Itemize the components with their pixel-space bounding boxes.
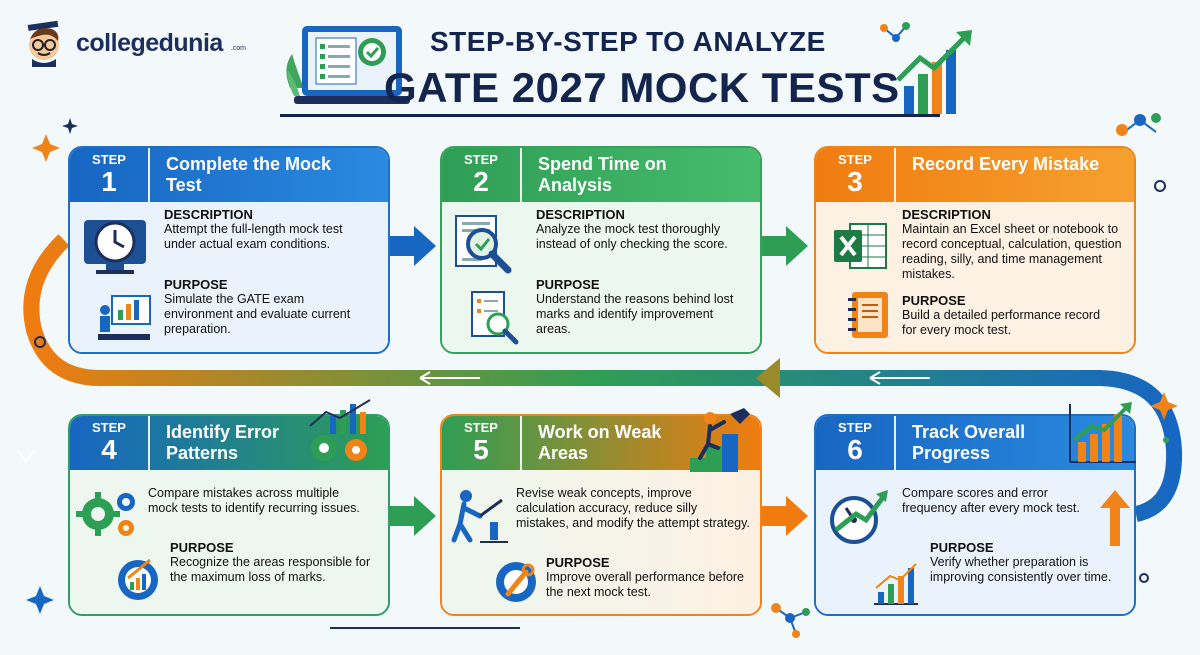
step-number: 5 <box>473 434 489 465</box>
purpose-label: PURPOSE <box>536 277 600 292</box>
purpose-label: PURPOSE <box>164 277 228 292</box>
title-line-1: STEP-BY-STEP TO ANALYZE <box>430 26 826 57</box>
step-number: 3 <box>847 166 863 197</box>
magnifier-check-icon <box>455 215 512 274</box>
description-label: DESCRIPTION <box>536 207 625 222</box>
step-title: Record Every Mistake <box>912 154 1100 174</box>
step-label: STEP <box>92 420 126 435</box>
step-header: STEP 2 Spend Time on Analysis <box>442 148 760 202</box>
description-text: Compare mistakes across multiple mock te… <box>148 486 360 515</box>
notebook-icon <box>848 292 888 338</box>
step-title: Work on Weak Areas <box>538 422 662 463</box>
purpose-label: PURPOSE <box>546 555 610 570</box>
description-text: Revise weak concepts, improve calculatio… <box>516 486 750 530</box>
step-title: Identify Error Patterns <box>166 422 280 463</box>
step-number: 4 <box>101 434 117 465</box>
step-label: STEP <box>464 420 498 435</box>
purpose-label: PURPOSE <box>170 540 234 555</box>
title-line-2: GATE 2027 MOCK TESTS <box>384 64 900 111</box>
step-badge: STEP 3 <box>816 148 896 202</box>
step-card-3: STEP 3 Record Every Mistake DESCRIPTION … <box>814 146 1136 354</box>
description-label: DESCRIPTION <box>164 207 253 222</box>
step-body: DESCRIPTION Analyze the mock test thorou… <box>442 202 760 352</box>
person-lever-icon <box>451 490 508 543</box>
step-number: 2 <box>473 166 489 197</box>
description-text: Analyze the mock test thoroughly instead… <box>536 222 728 251</box>
brand-sub: .com <box>230 44 246 52</box>
purpose-label: PURPOSE <box>902 293 966 308</box>
step-body: Revise weak concepts, improve calculatio… <box>442 470 760 614</box>
description-text: Attempt the full-length mock test under … <box>164 222 343 251</box>
step-header: STEP 3 Record Every Mistake <box>816 148 1134 202</box>
step-badge: STEP 4 <box>70 416 150 470</box>
description-text: Compare scores and error frequency after… <box>902 486 1080 515</box>
step-number: 6 <box>847 434 863 465</box>
climber-wrench-icon <box>690 408 750 472</box>
step-card-2: STEP 2 Spend Time on Analysis DESCRIPTIO… <box>440 146 762 354</box>
step-header: STEP 1 Complete the Mock Test <box>70 148 388 202</box>
trend-chart-icon <box>1069 402 1136 463</box>
step-number: 1 <box>101 166 117 197</box>
gear-analytics-icon <box>309 399 371 461</box>
description-label: DESCRIPTION <box>902 207 991 222</box>
step-badge: STEP 2 <box>442 148 522 202</box>
step-title: Track Overall Progress <box>912 422 1026 463</box>
step-label: STEP <box>838 152 872 167</box>
purpose-text: Simulate the GATE exam environment and e… <box>164 292 351 336</box>
step-label: STEP <box>838 420 872 435</box>
step-card-1: STEP 1 Complete the Mock Test DESCRIPTIO… <box>68 146 390 354</box>
laptop-checklist-icon <box>286 26 410 104</box>
purpose-text: Improve overall performance before the n… <box>546 570 745 599</box>
purpose-text: Verify whether preparation is improving … <box>930 555 1112 584</box>
step-label: STEP <box>464 152 498 167</box>
description-text: Maintain an Excel sheet or notebook to r… <box>902 222 1122 281</box>
growth-chart-icon <box>880 22 972 114</box>
speedometer-arrow-icon <box>830 490 888 544</box>
step-badge: STEP 1 <box>70 148 150 202</box>
step-badge: STEP 5 <box>442 416 522 470</box>
purpose-text: Build a detailed performance record for … <box>902 308 1101 337</box>
gear-chart-icon <box>118 558 158 600</box>
excel-icon <box>834 223 887 269</box>
step-badge: STEP 6 <box>816 416 896 470</box>
presentation-icon <box>98 295 151 340</box>
document-search-icon <box>471 291 519 345</box>
step-title: Spend Time on Analysis <box>538 154 667 195</box>
title-underline <box>280 114 940 117</box>
step-body: Compare scores and error frequency after… <box>816 470 1134 614</box>
brand-name: collegedunia <box>76 28 223 57</box>
purpose-text: Recognize the areas responsible for the … <box>170 555 371 584</box>
step-title: Complete the Mock Test <box>166 154 332 195</box>
step-card-5: STEP 5 Work on Weak Areas Revise weak co… <box>440 414 762 616</box>
wrench-gear-icon <box>496 562 536 602</box>
clock-monitor-icon <box>84 220 146 274</box>
purpose-label: PURPOSE <box>930 540 994 555</box>
step-body: DESCRIPTION Maintain an Excel sheet or n… <box>816 202 1134 352</box>
logo-avatar-icon <box>27 20 59 67</box>
step-body: DESCRIPTION Attempt the full-length mock… <box>70 202 388 352</box>
gears-icon <box>76 492 135 536</box>
bar-chart-icon <box>874 563 918 605</box>
step-body: Compare mistakes across multiple mock te… <box>70 470 388 614</box>
brand-logo[interactable]: collegedunia .com <box>22 18 246 68</box>
step-label: STEP <box>92 152 126 167</box>
up-arrow-icon <box>1100 490 1130 546</box>
purpose-text: Understand the reasons behind lost marks… <box>536 292 734 336</box>
